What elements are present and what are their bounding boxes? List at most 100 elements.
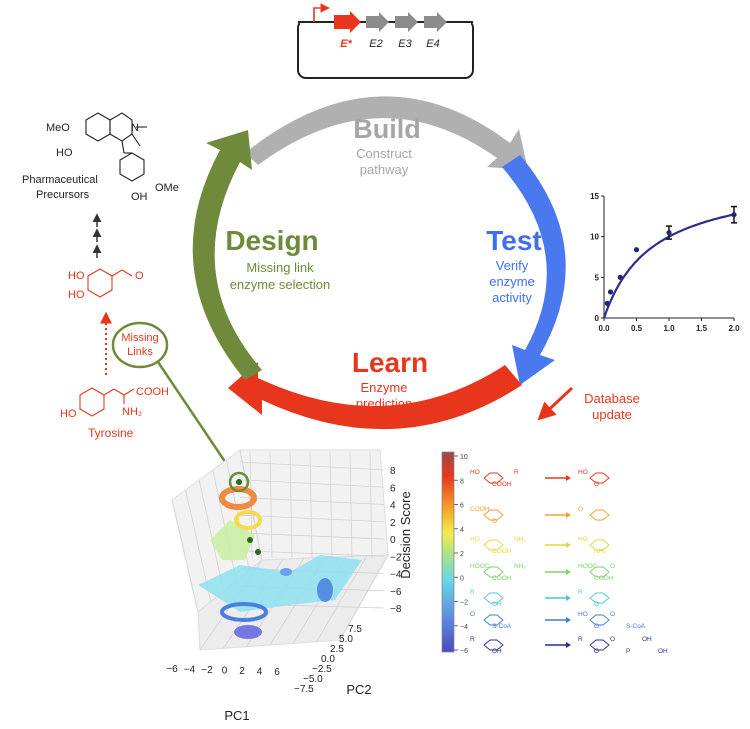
- gene-e-star-arrow: [334, 11, 361, 33]
- reaction-substrate-label: HO: [470, 469, 480, 476]
- test-arc-arrow: [502, 155, 566, 385]
- reaction-substrate-label: COOH: [492, 575, 512, 582]
- reaction-substrate-label: O: [492, 518, 497, 525]
- gene-e2-arrow: [366, 12, 389, 32]
- reaction-substrate-label: HO: [470, 536, 480, 543]
- precursor-ome: OMe: [155, 182, 179, 194]
- colorbar-tick-label: −4: [460, 624, 468, 631]
- reaction-product-label: HOOC: [578, 563, 598, 570]
- kinetics-data-point: [731, 212, 737, 218]
- surface-x-tick-label: 2: [239, 666, 245, 677]
- surface-z-tick-label: 6: [390, 483, 396, 494]
- surface-grid-line: [289, 451, 293, 559]
- reaction-substrate-label: NH₂: [514, 563, 526, 570]
- reaction-product-label: O: [594, 623, 599, 630]
- learn-line-1: Enzyme: [361, 380, 408, 395]
- kinetics-x-tick-label: 1.5: [696, 324, 708, 333]
- reaction-product-sketch: [589, 614, 610, 626]
- surface-x-tick-label: 4: [257, 667, 263, 678]
- surface-grid-line: [198, 479, 224, 592]
- surface-grid-line: [316, 555, 368, 642]
- colorbar-tick-label: −2: [460, 600, 468, 607]
- reaction-product-label: HO: [578, 469, 588, 476]
- reaction-arrowhead: [566, 595, 571, 601]
- surface-y-tick-label: 2.5: [330, 644, 344, 655]
- reaction-product-label: O: [610, 636, 615, 643]
- design-line-2: enzyme selection: [230, 277, 330, 292]
- surface-z-tick-label: 0: [390, 535, 396, 546]
- surface-x-tick-label: 6: [274, 667, 280, 678]
- kinetics-y-tick-label: 0: [595, 314, 600, 323]
- reaction-substrate-label: COOH: [470, 506, 490, 513]
- database-update-arrow: [537, 386, 574, 421]
- surface-y-tick-label: 0.0: [321, 654, 335, 665]
- reaction-arrowhead: [566, 475, 571, 481]
- design-arc-arrow: [192, 130, 262, 380]
- promoter-arrow: [313, 3, 330, 22]
- reaction-product-label: R: [578, 636, 583, 643]
- surface-grid-line: [239, 479, 385, 488]
- reaction-arrowhead: [566, 542, 571, 548]
- reaction-arrowhead: [566, 617, 571, 623]
- reaction-product-sketch: [589, 592, 610, 604]
- reaction-product-label: O: [610, 563, 615, 570]
- reaction-product-sketch: [589, 509, 610, 521]
- kinetics-y-tick-label: 10: [590, 233, 599, 242]
- reaction-product-sketch: [589, 639, 610, 651]
- plasmid-box: [297, 19, 474, 79]
- surface-grid-line: [239, 514, 385, 523]
- reaction-product-label: R: [578, 589, 583, 596]
- surface-grid-line: [239, 497, 385, 505]
- reaction-substrate-label: R: [470, 636, 475, 643]
- kinetics-data-point: [666, 230, 672, 236]
- reaction-substrate-label: S-CoA: [492, 623, 512, 630]
- reaction-arrowhead: [566, 569, 571, 575]
- colorbar: [441, 451, 455, 653]
- kinetics-x-tick-label: 0.0: [598, 324, 610, 333]
- surface-z-tick-label: −6: [390, 587, 402, 598]
- dopal-o: O: [135, 270, 144, 282]
- decision-surface-plot: PC1 PC2 Decision Score 86420−2−4−6−8−6−4…: [166, 449, 413, 723]
- surface-grid-line: [171, 499, 199, 613]
- surface-x-tick-label: −4: [184, 665, 196, 676]
- build-line-2: pathway: [360, 162, 409, 177]
- test-line-1: Verify: [496, 258, 529, 273]
- reaction-substrate-label: COOH: [492, 481, 512, 488]
- reaction-product-label: O: [594, 601, 599, 608]
- surface-grid-line: [329, 451, 333, 559]
- kinetics-data-point: [604, 300, 610, 306]
- reaction-product-label: P: [626, 648, 630, 655]
- colorbar-tick-label: 0: [460, 575, 464, 582]
- dopal-ho-2: HO: [68, 289, 85, 301]
- reaction-substrate-sketch: [483, 639, 504, 651]
- surface-z-tick-label: −8: [390, 604, 402, 615]
- kinetics-y-tick-label: 5: [595, 273, 600, 282]
- gene-label-e3: E3: [398, 38, 412, 50]
- axis-label-pc1: PC1: [224, 708, 249, 723]
- reaction-substrate-label: OH: [492, 601, 502, 608]
- surface-grid-line: [339, 554, 389, 641]
- reaction-product-label: NH₂: [594, 548, 606, 555]
- reaction-product-label: O: [610, 611, 615, 618]
- build-title: Build: [353, 114, 421, 144]
- surface-x-tick-label: −2: [201, 665, 213, 676]
- reaction-substrate-sketch: [483, 566, 504, 578]
- test-title: Test: [486, 225, 542, 256]
- kinetics-x-tick-label: 0.5: [631, 324, 643, 333]
- surface-z-tick-label: 4: [390, 501, 396, 512]
- tyrosine-ho: HO: [60, 408, 77, 420]
- tyrosine-structure: [79, 387, 135, 417]
- tyrosine-cooh: COOH: [136, 386, 169, 398]
- colorbar-tick-label: −6: [460, 648, 468, 655]
- precursors-label-2: Precursors: [36, 189, 90, 201]
- reaction-substrate-sketch: [483, 509, 504, 521]
- design-title: Design: [225, 225, 318, 256]
- colorbar-tick-label: 4: [460, 527, 464, 534]
- reaction-substrate-sketch: [483, 592, 504, 604]
- reaction-product-sketch: [589, 472, 610, 484]
- kinetics-data-point: [617, 274, 623, 280]
- database-update: Database update: [537, 386, 640, 422]
- axis-label-decision-score: Decision Score: [398, 491, 413, 578]
- reaction-product-label: OH: [642, 636, 652, 643]
